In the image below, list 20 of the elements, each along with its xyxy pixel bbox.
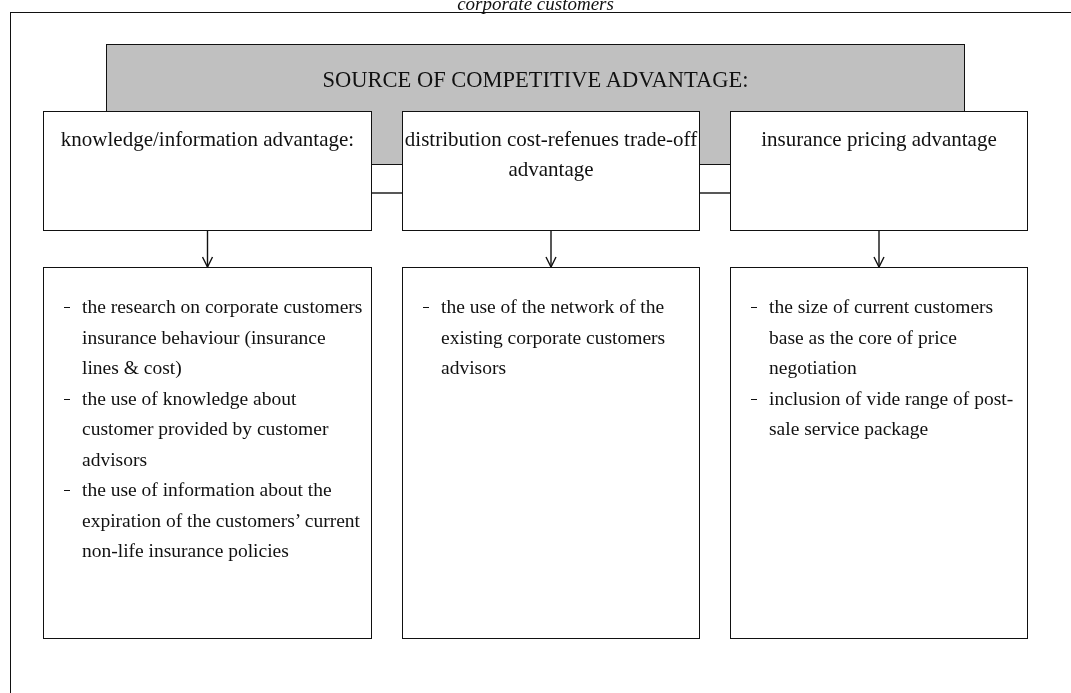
detail-box <box>730 267 1028 639</box>
arrow <box>873 230 885 268</box>
bullet-text: the use of the network of the existing corporate customers advisors <box>441 296 666 378</box>
arrow <box>201 230 214 268</box>
bullet-text: inclusion of vide range of post-sale service package <box>769 387 1014 439</box>
connector-line <box>699 192 731 194</box>
banner-heading: SOURCE OF COMPETITIVE ADVANTAGE: <box>321 66 750 94</box>
connector-line <box>371 192 403 194</box>
detail-box <box>43 267 372 639</box>
category-box <box>730 111 1028 231</box>
bullet-text: the research on corporate customers insurance behaviour (insurance lines & cost) <box>82 296 363 378</box>
category-heading: insurance pricing advantage <box>760 126 998 153</box>
detail-box <box>402 267 700 639</box>
category-heading: knowledge/information advantage: <box>59 126 356 153</box>
arrow <box>545 230 557 268</box>
category-box <box>402 111 700 231</box>
category-heading: distribution cost-refenues trade-off advantage <box>403 126 699 183</box>
category-box <box>43 111 372 231</box>
diagram-title: corporate customers <box>456 0 615 14</box>
bullet-text: the use of information about the expiration of the customers’ current non-life insurance policies <box>82 479 360 561</box>
